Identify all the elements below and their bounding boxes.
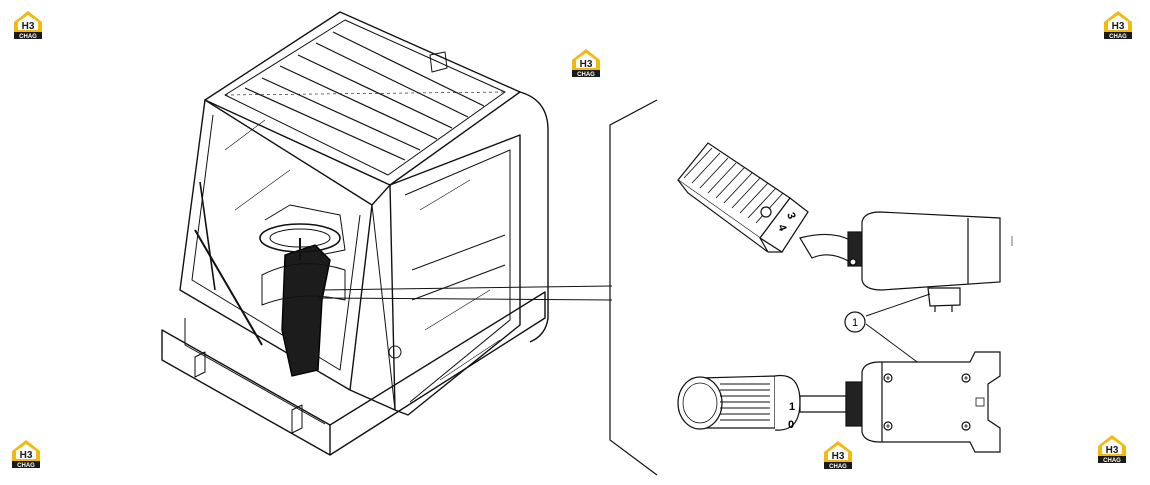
svg-text:H3: H3 xyxy=(1112,21,1125,32)
brand-logo-top-center: H3 CHAG xyxy=(568,46,604,78)
lower-joystick-switch: 1 0 xyxy=(677,351,1001,453)
svg-text:CHAG: CHAG xyxy=(19,34,37,40)
svg-text:CHAG: CHAG xyxy=(1103,458,1121,464)
wiper xyxy=(194,229,263,346)
upper-stem xyxy=(799,233,851,264)
leader-lines xyxy=(317,285,613,301)
svg-text:H3: H3 xyxy=(20,450,33,461)
switch-mark-lower-b: 0 xyxy=(788,419,794,431)
brand-logo-top-right: H3 CHAG xyxy=(1100,8,1136,40)
operator-cab xyxy=(161,11,549,456)
brand-logo-bottom-center: H3 CHAG xyxy=(820,438,856,470)
switch-mark-lower-a: 1 xyxy=(789,401,795,413)
brand-logo-bottom-left: H3 CHAG xyxy=(8,437,44,469)
upper-housing xyxy=(861,211,1001,291)
brand-logo-top-left: H3 CHAG xyxy=(10,8,46,40)
cab-door xyxy=(389,134,521,416)
upper-selector-knob xyxy=(760,206,772,218)
switch-mark-upper-a: 4 xyxy=(775,223,789,234)
operator-seat xyxy=(281,244,331,377)
svg-text:CHAG: CHAG xyxy=(829,464,847,470)
svg-text:CHAG: CHAG xyxy=(17,463,35,469)
detail-bracket xyxy=(609,99,658,476)
upper-connector xyxy=(927,287,961,307)
svg-text:H3: H3 xyxy=(832,451,845,462)
svg-text:CHAG: CHAG xyxy=(1109,34,1127,40)
switch-mark-upper-b: 3 xyxy=(784,211,797,221)
svg-text:H3: H3 xyxy=(580,59,593,70)
cab-roof xyxy=(204,11,521,186)
callout-1-label: 1 xyxy=(852,317,858,329)
upper-grip xyxy=(677,142,809,253)
upper-joystick-switch: 4 3 xyxy=(677,142,1013,312)
svg-text:CHAG: CHAG xyxy=(577,72,595,78)
svg-text:H3: H3 xyxy=(22,21,35,32)
brand-logo-bottom-right: H3 CHAG xyxy=(1094,432,1130,464)
callout-1: 1 xyxy=(844,293,931,371)
svg-text:H3: H3 xyxy=(1106,445,1119,456)
lower-boot xyxy=(845,381,863,427)
